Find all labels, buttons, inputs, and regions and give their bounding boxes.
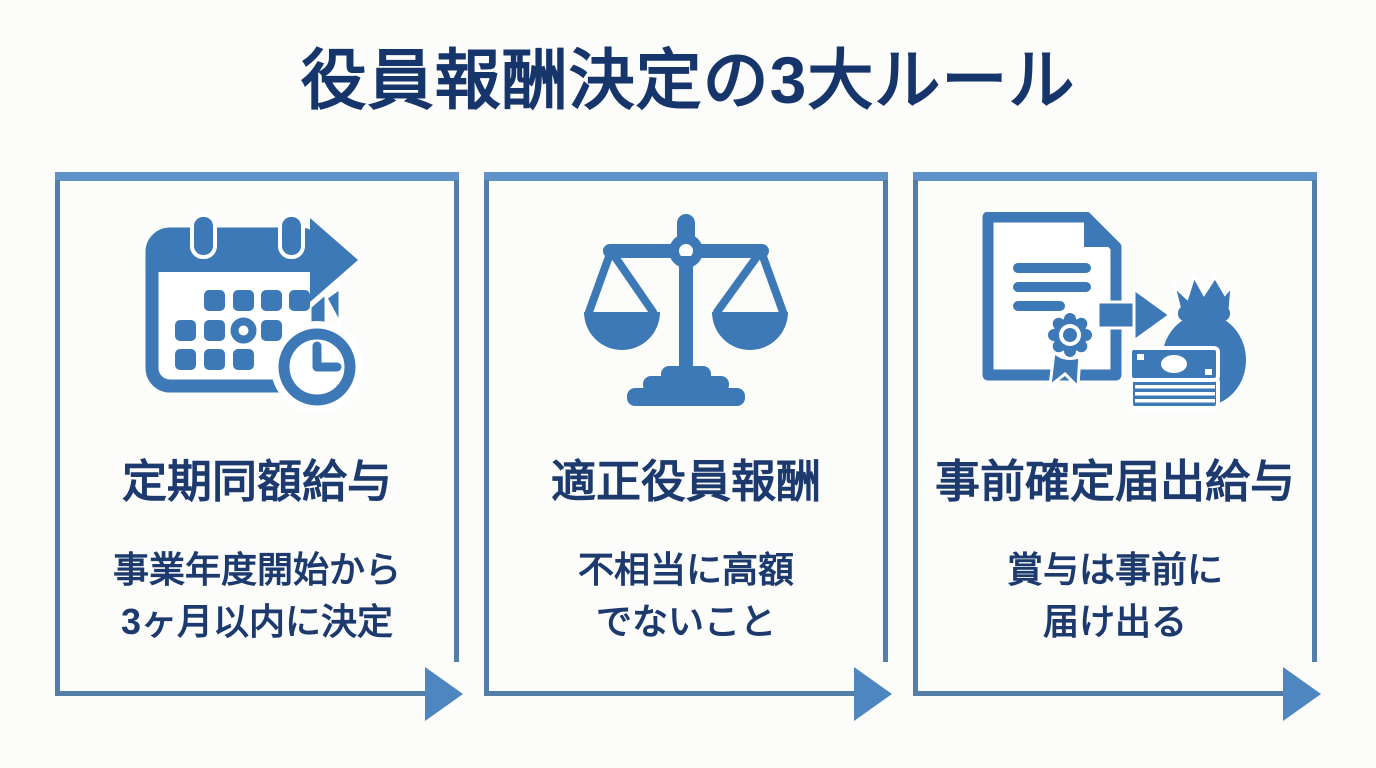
card-top-bar xyxy=(55,172,459,181)
card-heading: 事前確定届出給与 xyxy=(934,456,1295,507)
card-border xyxy=(913,691,1285,696)
calendar-clock-arrow-icon xyxy=(55,212,459,424)
card-description: 事業年度開始から 3ヶ月以内に決定 xyxy=(55,544,459,648)
card-appropriate-executive-compensation: 適正役員報酬 不相当に高額 でないこと xyxy=(484,172,892,721)
card-description-line: 事業年度開始から xyxy=(112,549,401,590)
flow-arrow-icon xyxy=(1283,667,1321,721)
page-title: 役員報酬決定の3大ルール xyxy=(300,43,1076,117)
card-description: 賞与は事前に 届け出る xyxy=(913,544,1317,648)
card-border xyxy=(883,180,888,662)
balance-scale-icon xyxy=(484,212,888,417)
card-advance-notice-salary: 事前確定届出給与 賞与は事前に 届け出る xyxy=(913,172,1321,721)
card-description-line: でないこと xyxy=(595,601,776,642)
card-top-bar xyxy=(913,172,1317,181)
card-description-line: 不相当に高額 xyxy=(577,549,794,590)
card-border xyxy=(55,691,427,696)
document-to-money-bag-icon xyxy=(913,212,1317,417)
card-description: 不相当に高額 でないこと xyxy=(484,544,888,648)
card-description-line: 賞与は事前に xyxy=(1006,549,1223,590)
card-border xyxy=(55,180,60,696)
card-description-line: 届け出る xyxy=(1042,601,1187,642)
flow-arrow-icon xyxy=(854,667,892,721)
card-border xyxy=(454,180,459,662)
card-heading: 定期同額給与 xyxy=(121,456,392,507)
card-border xyxy=(913,180,918,696)
card-description-line: 3ヶ月以内に決定 xyxy=(120,601,394,642)
card-border xyxy=(484,691,856,696)
card-periodic-fixed-salary: 定期同額給与 事業年度開始から 3ヶ月以内に決定 xyxy=(55,172,463,721)
card-top-bar xyxy=(484,172,888,181)
card-border xyxy=(484,180,489,696)
flow-arrow-icon xyxy=(425,667,463,721)
card-heading: 適正役員報酬 xyxy=(550,456,821,507)
card-border xyxy=(1312,180,1317,662)
